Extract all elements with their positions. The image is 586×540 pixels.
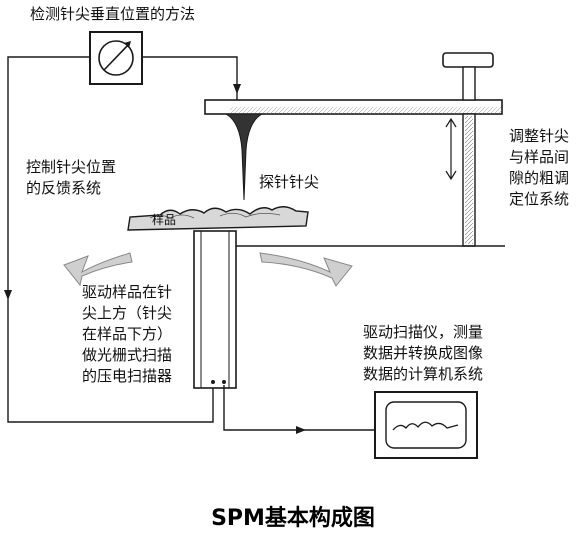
coarse-adjust-screw bbox=[442, 52, 494, 247]
sample bbox=[127, 206, 309, 231]
computer-wire bbox=[223, 385, 375, 431]
cantilever-arm bbox=[204, 99, 503, 115]
scan-motion-arrows bbox=[63, 252, 353, 287]
computer-label: 驱动扫描仪，测量 数据并转换成图像 数据的计算机系统 bbox=[363, 323, 484, 383]
sample-label: 样品 bbox=[152, 213, 177, 227]
piezo-label: 驱动样品在针 尖上方（针尖 在样品下方） 做光栅式扫描 的压电扫描器 bbox=[82, 283, 173, 385]
monitor-icon bbox=[374, 391, 478, 459]
method-label: 检测针尖垂直位置的方法 bbox=[30, 5, 196, 23]
coarse-adjust-label: 调整针尖 与样品间 隙的粗调 定位系统 bbox=[509, 127, 570, 208]
probe-tip-label: 探针针尖 bbox=[259, 173, 320, 191]
piezo-scanner bbox=[193, 230, 237, 389]
loop-arrows bbox=[4, 84, 241, 300]
probe-tip bbox=[224, 113, 264, 201]
meter-icon bbox=[89, 31, 143, 85]
feedback-label: 控制针尖位置 的反馈系统 bbox=[26, 158, 117, 197]
computer-wire-arrow bbox=[296, 426, 306, 434]
coarse-adjust-arrow bbox=[445, 117, 457, 181]
figure-caption: SPM基本构成图 bbox=[211, 506, 375, 531]
